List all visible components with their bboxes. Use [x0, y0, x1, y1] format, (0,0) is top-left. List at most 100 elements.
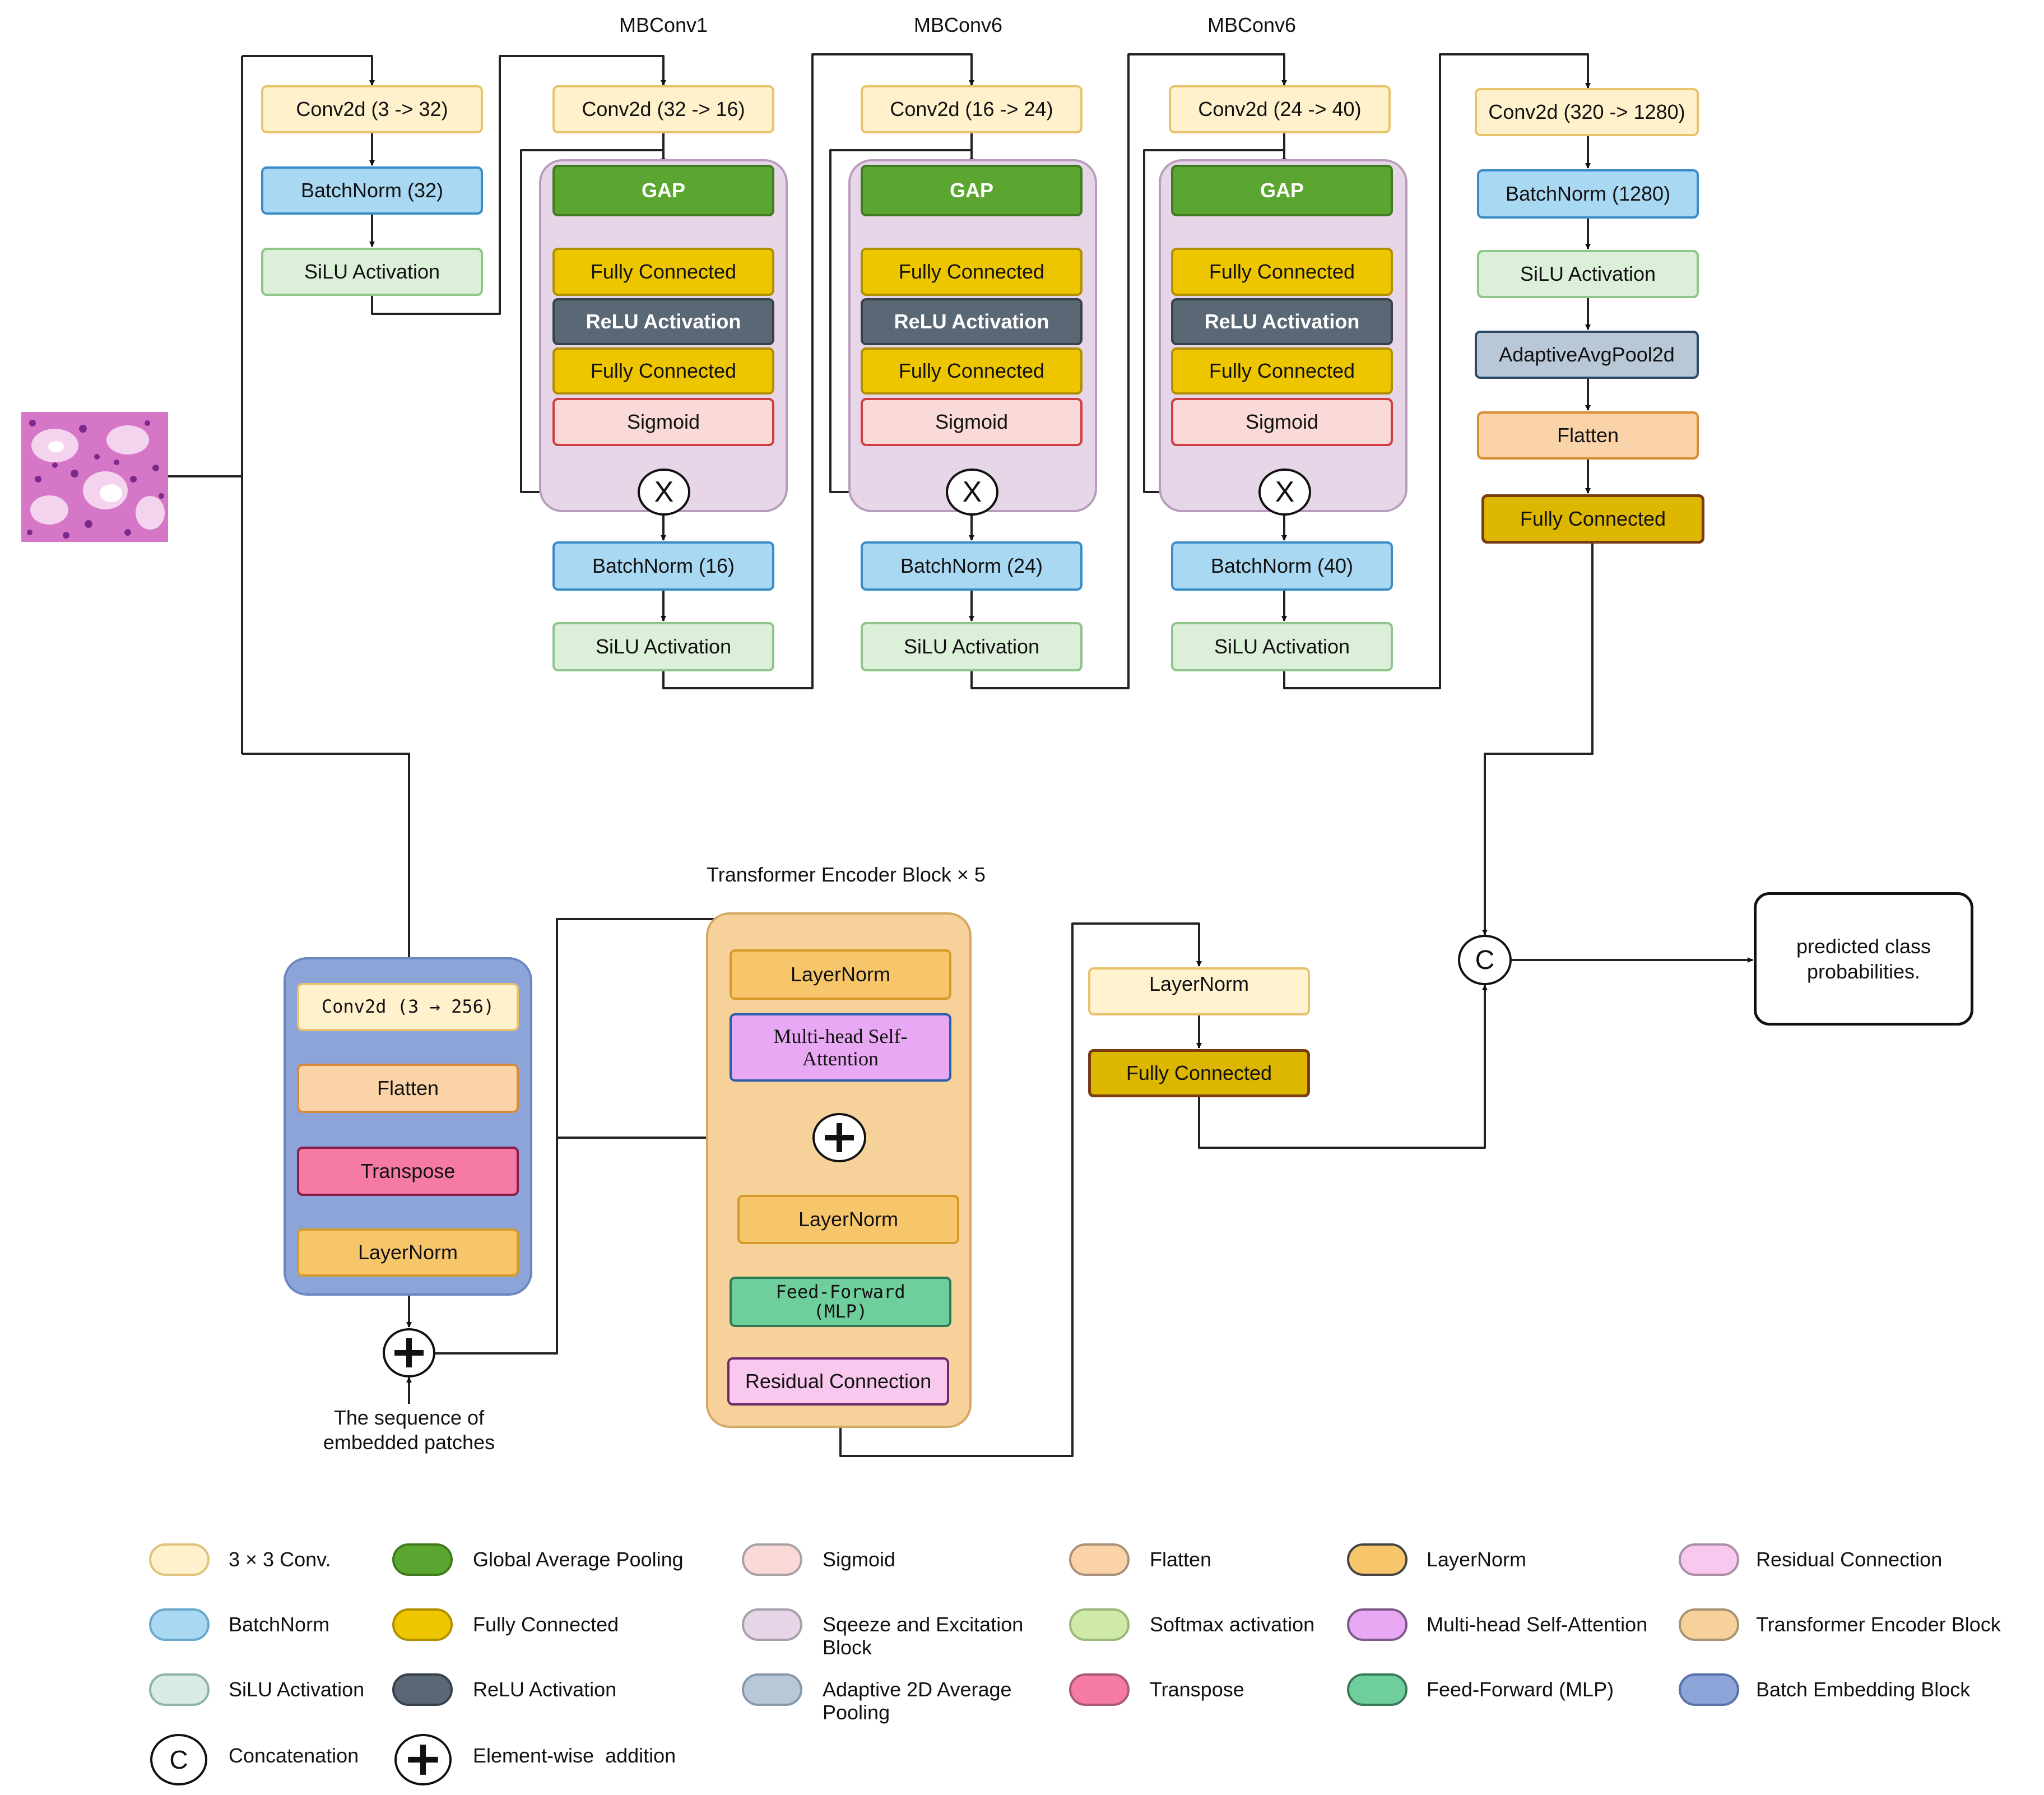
stem-conv-label: Conv2d (3 -> 32): [296, 97, 448, 120]
mbconv6b-gap-label: GAP: [1260, 178, 1304, 202]
legend-swatch-adaptive-pool: [742, 1673, 802, 1706]
mbconv1-relu: ReLU Activation: [552, 298, 774, 345]
embedding-add: [383, 1328, 435, 1377]
mbconv6a-fc2: Fully Connected: [861, 347, 1083, 395]
mbconv1-silu: SiLU Activation: [552, 622, 774, 671]
legend-swatch-batch-embedding: [1679, 1673, 1739, 1706]
legend-label-mha: Multi-head Self-Attention: [1427, 1613, 1648, 1636]
legend-swatch-flatten: [1069, 1543, 1130, 1576]
mbconv6b-batchnorm: BatchNorm (40): [1171, 541, 1393, 591]
plus-icon: [394, 1338, 424, 1367]
wire-trunk-to-embedding: [242, 753, 412, 982]
mbconv6a-gap-label: GAP: [949, 178, 993, 202]
vit-head-fully-connected: Fully Connected: [1088, 1049, 1310, 1097]
legend-label-silu: SiLU Activation: [229, 1678, 365, 1701]
legend-label-adaptive-pool: Adaptive 2D Average Pooling: [823, 1678, 1012, 1724]
wire-mbconv6b-to-head: [1283, 53, 1591, 689]
mbconv6b-silu-label: SiLU Activation: [1214, 634, 1350, 658]
stem-conv: Conv2d (3 -> 32): [261, 85, 483, 133]
transformer-mlp-line1: Feed-Forward: [775, 1281, 905, 1302]
mbconv1-multiply: X: [638, 469, 690, 516]
legend-label-mlp: Feed-Forward (MLP): [1427, 1678, 1614, 1701]
transformer-mha: Multi-head Self- Attention: [730, 1013, 951, 1082]
wire-trunk-to-stem: [242, 55, 375, 86]
transformer-layernorm-1-label: LayerNorm: [790, 962, 891, 986]
embedding-caption-line2: embedded patches: [323, 1430, 495, 1454]
embedding-caption-line1: The sequence of: [333, 1406, 485, 1429]
mbconv6a-multiply: X: [946, 469, 998, 516]
mbconv1-gap-label: GAP: [641, 178, 685, 202]
head-batchnorm: BatchNorm (1280): [1477, 169, 1699, 219]
mbconv1-conv-label: Conv2d (32 -> 16): [582, 97, 745, 120]
legend-concat-symbol: C: [169, 1745, 188, 1774]
mbconv1-multiply-symbol: X: [654, 476, 674, 508]
legend-swatch-sigmoid: [742, 1543, 802, 1576]
mbconv6a-multiply-symbol: X: [962, 476, 982, 508]
mbconv1-relu-label: ReLU Activation: [586, 309, 741, 333]
legend-label-conv: 3 × 3 Conv.: [229, 1548, 331, 1571]
embedding-conv: Conv2d (3 → 256): [297, 983, 519, 1031]
transformer-mha-line1: Multi-head Self-: [773, 1024, 908, 1047]
mbconv6a-relu: ReLU Activation: [861, 298, 1083, 345]
legend-label-adaptive-pool-line2: Pooling: [823, 1701, 890, 1724]
legend-label-flatten: Flatten: [1150, 1548, 1212, 1571]
head-fully-connected: Fully Connected: [1481, 494, 1704, 544]
mbconv1-fc1: Fully Connected: [552, 248, 774, 296]
legend-swatch-relu: [392, 1673, 453, 1706]
mbconv6b-multiply-symbol: X: [1275, 476, 1295, 508]
wire-vithead-to-concat: [1198, 985, 1488, 1149]
legend-swatch-residual: [1679, 1543, 1739, 1576]
mbconv1-fc2: Fully Connected: [552, 347, 774, 395]
mbconv6b-silu: SiLU Activation: [1171, 622, 1393, 671]
head-adaptive-pool: AdaptiveAvgPool2d: [1475, 331, 1699, 379]
mbconv6b-multiply: X: [1258, 469, 1311, 516]
legend-label-adaptive-pool-line1: Adaptive 2D Average: [823, 1678, 1012, 1701]
mbconv6b-conv: Conv2d (24 -> 40): [1169, 85, 1391, 133]
legend-label-add: Element-wise addition: [473, 1744, 676, 1767]
head-conv-label: Conv2d (320 -> 1280): [1488, 100, 1685, 123]
concat-symbol: C: [1475, 945, 1495, 975]
legend-label-fully-connected: Fully Connected: [473, 1613, 619, 1636]
embedding-caption: The sequence of embedded patches: [297, 1406, 521, 1455]
legend-swatch-batchnorm: [149, 1608, 210, 1641]
mbconv1-conv: Conv2d (32 -> 16): [552, 85, 774, 133]
mbconv6b-gap: GAP: [1171, 165, 1393, 216]
legend-swatch-gap: [392, 1543, 453, 1576]
mbconv6a-silu-label: SiLU Activation: [903, 634, 1040, 658]
head-conv: Conv2d (320 -> 1280): [1475, 88, 1699, 136]
head-flatten: Flatten: [1477, 411, 1699, 460]
transformer-residual-label: Residual Connection: [745, 1369, 932, 1393]
mbconv6b-fc2-label: Fully Connected: [1209, 359, 1355, 382]
mbconv1-fc2-label: Fully Connected: [590, 359, 737, 382]
legend-swatch-silu: [149, 1673, 210, 1706]
mbconv1-batchnorm: BatchNorm (16): [552, 541, 774, 591]
legend-label-se-block-line1: Sqeeze and Excitation: [823, 1613, 1024, 1636]
legend-label-gap: Global Average Pooling: [473, 1548, 684, 1571]
mbconv6a-batchnorm-label: BatchNorm (24): [900, 554, 1043, 577]
wire-stem-to-mbconv1: [371, 55, 666, 315]
legend-label-sigmoid: Sigmoid: [823, 1548, 896, 1571]
vit-head-fully-connected-label: Fully Connected: [1126, 1061, 1272, 1084]
head-adaptive-pool-label: AdaptiveAvgPool2d: [1499, 342, 1675, 366]
legend-label-layernorm: LayerNorm: [1427, 1548, 1527, 1571]
embedding-layernorm-label: LayerNorm: [357, 1240, 458, 1264]
legend-label-residual: Residual Connection: [1756, 1548, 1943, 1571]
mbconv6b-fc2: Fully Connected: [1171, 347, 1393, 395]
embedding-flatten-label: Flatten: [377, 1076, 439, 1100]
stem-batchnorm-label: BatchNorm (32): [300, 178, 444, 202]
mbconv6a-fc1: Fully Connected: [861, 248, 1083, 296]
mbconv6a-relu-label: ReLU Activation: [894, 309, 1049, 333]
mbconv1-fc1-label: Fully Connected: [590, 259, 737, 283]
embedding-flatten: Flatten: [297, 1064, 519, 1113]
mbconv6a-silu: SiLU Activation: [861, 622, 1083, 671]
legend-label-transformer: Transformer Encoder Block: [1756, 1613, 2001, 1636]
mbconv1-title: MBConv1: [619, 13, 708, 36]
legend-label-relu: ReLU Activation: [473, 1678, 617, 1701]
mbconv1-sigmoid-label: Sigmoid: [626, 410, 700, 433]
head-silu-label: SiLU Activation: [1520, 262, 1656, 285]
transformer-title: Transformer Encoder Block × 5: [707, 863, 986, 886]
input-histology-image: [21, 412, 168, 542]
transformer-layernorm-2-label: LayerNorm: [798, 1207, 899, 1231]
legend-label-concat: Concatenation: [229, 1744, 359, 1767]
head-batchnorm-label: BatchNorm (1280): [1505, 182, 1671, 205]
